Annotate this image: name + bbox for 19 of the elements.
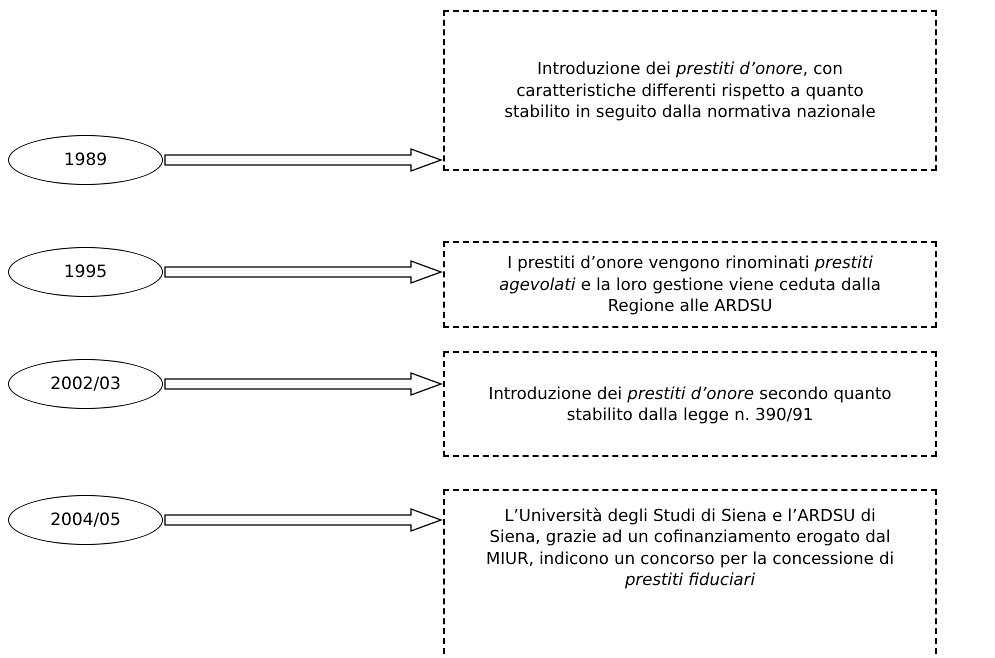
year-ellipse — [8, 135, 163, 185]
event-description: I prestiti d’onore vengono rinominati prestiti agevolati e la loro gestione viene ceduta dalla Regione alle ARDSU — [498, 252, 882, 317]
year-label: 2002/03 — [50, 374, 121, 394]
block-arrow — [164, 372, 443, 396]
event-description: Introduzione dei prestiti d’onore, con caratteristiche differenti rispetto a quanto stabilito in seguito dalla normativa nazionale — [503, 58, 877, 123]
event-box — [443, 10, 937, 171]
block-arrow — [164, 508, 443, 532]
event-box — [443, 241, 937, 328]
event-description: L’Università degli Studi di Siena e l’ARDSU di Siena, grazie ad un cofinanziamento erogato dal MIUR, indicono un concorso per la concessione di prestiti fiduciari — [485, 505, 895, 591]
event-description: Introduzione dei prestiti d’onore secondo quanto stabilito dalla legge n. 390/91 — [487, 382, 893, 426]
year-ellipse — [8, 359, 163, 409]
year-label: 2004/05 — [50, 510, 121, 530]
block-arrow — [164, 148, 443, 172]
year-label: 1989 — [64, 150, 108, 170]
block-arrow — [164, 260, 443, 284]
year-ellipse — [8, 495, 163, 545]
year-label: 1995 — [64, 262, 108, 282]
year-ellipse — [8, 247, 163, 297]
event-box — [443, 351, 937, 457]
